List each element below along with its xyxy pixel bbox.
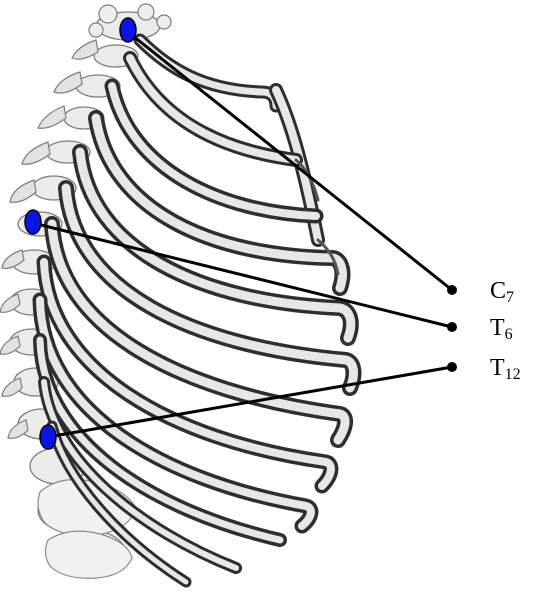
- label-t12: T12: [490, 355, 521, 383]
- marker-t12: [40, 425, 56, 449]
- label-c7-number: 7: [506, 289, 514, 306]
- bullets: [447, 285, 457, 372]
- label-t6-number: 6: [505, 326, 513, 343]
- labels: C7 T6 T12: [490, 278, 521, 383]
- label-t12-number: 12: [505, 366, 521, 383]
- bullet-dot-t12: [447, 362, 457, 372]
- ribcage-illustration-icon: [0, 4, 353, 582]
- label-c7: C7: [490, 278, 514, 306]
- label-t6-letter: T: [490, 315, 505, 341]
- marker-c7: [120, 18, 136, 42]
- label-c7-letter: C: [490, 278, 506, 304]
- bullet-dot-c7: [447, 285, 457, 295]
- bullet-dot-t6: [447, 322, 457, 332]
- label-t12-letter: T: [490, 355, 505, 381]
- marker-t6: [25, 210, 41, 234]
- label-t6: T6: [490, 315, 513, 343]
